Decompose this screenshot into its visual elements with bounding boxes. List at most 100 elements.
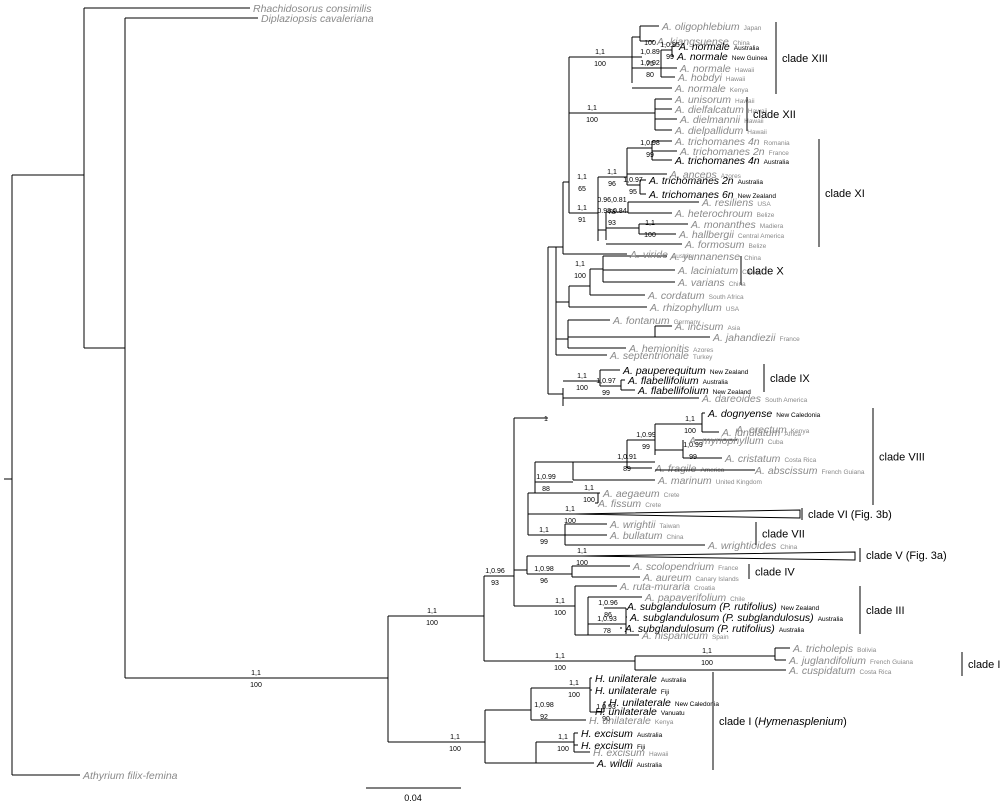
taxon-name: A. subglandulosum (P. rutifolius) xyxy=(624,623,775,635)
taxon-name: A. rhizophyllum xyxy=(649,302,722,314)
bootstrap-support: 78 xyxy=(603,628,611,635)
taxon-name: H. unilaterale xyxy=(595,685,657,697)
locality: France xyxy=(718,565,739,572)
posterior-support: 1,1 xyxy=(577,174,587,181)
posterior-support: 1,0.98 xyxy=(640,140,660,147)
bootstrap-support: 89 xyxy=(623,466,631,473)
locality: Azores xyxy=(693,347,714,354)
taxon-name: A. dielmannii xyxy=(679,114,741,126)
posterior-support: 1,0.96 xyxy=(485,568,505,575)
locality: Crete xyxy=(645,502,661,509)
locality: Australia xyxy=(637,762,663,769)
locality: China xyxy=(744,255,761,262)
posterior-support: 1,0.93 xyxy=(597,616,617,623)
bootstrap-support: 100 xyxy=(554,665,566,672)
taxon-name: A. marinum xyxy=(657,475,712,487)
locality: Hawaii xyxy=(735,98,755,105)
taxon-name: H. unilaterale xyxy=(609,697,671,709)
clade-label: clade VI (Fig. 3b) xyxy=(808,509,892,521)
locality: Bolivia xyxy=(857,647,877,654)
locality: Fiji xyxy=(661,689,669,696)
taxon-name: A. normale xyxy=(674,83,726,95)
posterior-support: 1,1 xyxy=(251,670,261,677)
bootstrap-support: 100 xyxy=(554,610,566,617)
bootstrap-support: 100 xyxy=(644,232,656,239)
taxon-name: A. juglandifolium xyxy=(788,655,866,667)
bootstrap-support: 78 xyxy=(608,209,616,216)
posterior-support: 1,0.89 xyxy=(640,49,660,56)
scale-bar-label: 0.04 xyxy=(404,793,422,803)
collapsed-clade-vi xyxy=(574,509,801,519)
locality: Taiwan xyxy=(660,523,681,530)
taxon-name: A. hobdyi xyxy=(677,72,722,84)
taxon-name: A. trichomanes 4n xyxy=(674,155,760,167)
bootstrap-support: 100 xyxy=(426,620,438,627)
posterior-support: 1,1 xyxy=(575,261,585,268)
clade-label: clade XIII xyxy=(782,53,828,65)
posterior-support: 1,0.98 xyxy=(534,702,554,709)
locality: Australia xyxy=(764,159,790,166)
taxon-name: A. tricholepis xyxy=(792,643,854,655)
taxon-name: A. septentrionale xyxy=(609,350,689,362)
taxon-name: A. incisum xyxy=(674,321,724,333)
bootstrap-support: 100 xyxy=(449,746,461,753)
locality: Turkey xyxy=(693,354,713,361)
bootstrap-support: 100 xyxy=(568,692,580,699)
bootstrap-support: 100 xyxy=(576,560,588,567)
taxon-name: A. subglandulosum (P. rutifolius) xyxy=(626,601,777,613)
posterior-support: 1,1 xyxy=(450,734,460,741)
locality: Africa xyxy=(784,431,801,438)
posterior-support: 1,1 xyxy=(607,169,617,176)
locality: Hawaii xyxy=(649,751,669,758)
locality: Australia xyxy=(779,627,805,634)
taxon-name: A. ruta-muraria xyxy=(619,581,690,593)
locality: France xyxy=(779,336,800,343)
tip-label: Diplaziopsis cavaleriana xyxy=(261,13,374,25)
locality: China xyxy=(733,40,750,47)
locality: Australia xyxy=(637,732,663,739)
taxon-name: A. wrightioides xyxy=(707,540,777,552)
taxon-name: A. flabellifolium xyxy=(637,385,709,397)
bootstrap-support: 96 xyxy=(540,578,548,585)
taxon-name: H. excisum xyxy=(593,747,645,759)
bootstrap-support: 96 xyxy=(608,181,616,188)
taxon-name: H. unilaterale xyxy=(589,715,651,727)
locality: China xyxy=(742,269,759,276)
taxon-name: A. subglandulosum (P. subglandulosus) xyxy=(629,612,814,624)
taxon-name: A. aureum xyxy=(642,572,692,584)
bootstrap-support: 100 xyxy=(684,428,696,435)
locality: New Zealand xyxy=(710,369,749,376)
posterior-support: 1,0.92 xyxy=(640,60,660,67)
locality: Hawaii xyxy=(748,108,768,115)
taxon-name: H. excisum xyxy=(581,740,633,752)
locality: Fiji xyxy=(637,744,645,751)
bootstrap-support: 91 xyxy=(578,217,586,224)
taxon-name: A. jahandiezii xyxy=(712,332,776,344)
bootstrap-support: 100 xyxy=(564,518,576,525)
tip-label: H. unilaterale Fiji xyxy=(595,685,669,697)
posterior-support: 1,1 xyxy=(587,105,597,112)
clade-label: clade VIII xyxy=(879,452,925,464)
bootstrap-support: 65 xyxy=(578,186,586,193)
taxon-name: A. aegaeum xyxy=(602,488,660,500)
bootstrap-support: 99 xyxy=(646,152,654,159)
